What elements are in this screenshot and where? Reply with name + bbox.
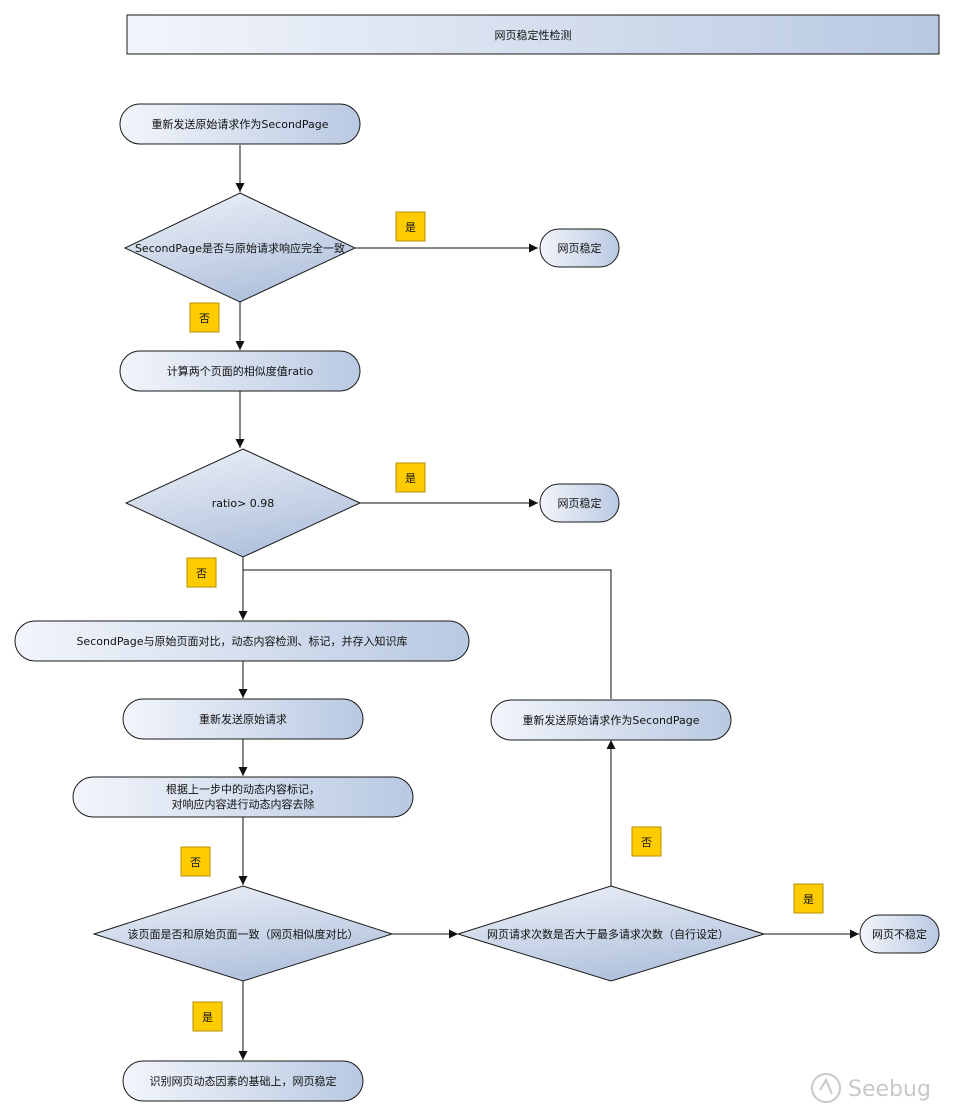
label-yes-count: 是 bbox=[793, 883, 824, 914]
node-stable-1: 网页稳定 bbox=[539, 228, 620, 268]
label-yes-consistent: 是 bbox=[192, 1001, 223, 1032]
diagram-title: 网页稳定性检测 bbox=[495, 28, 572, 42]
node-compare-store: SecondPage与原始页面对比，动态内容检测、标记，并存入知识库 bbox=[14, 620, 470, 662]
label-yes-identical: 是 bbox=[395, 211, 426, 242]
node-label: 网页不稳定 bbox=[872, 927, 927, 941]
decision-ratio: ratio> 0.98 bbox=[124, 448, 362, 558]
node-label: 计算两个页面的相似度值ratio bbox=[167, 364, 314, 378]
edge-loop-back bbox=[243, 569, 612, 699]
node-compute-ratio: 计算两个页面的相似度值ratio bbox=[119, 350, 361, 392]
svg-text:是: 是 bbox=[405, 221, 416, 234]
node-stable-2: 网页稳定 bbox=[539, 483, 620, 523]
seebug-logo-icon bbox=[811, 1073, 841, 1103]
node-resend-original: 重新发送原始请求 bbox=[122, 698, 364, 740]
decision-label: 该页面是否和原始页面一致（网页相似度对比） bbox=[128, 927, 359, 941]
svg-text:否: 否 bbox=[199, 312, 210, 325]
svg-text:否: 否 bbox=[190, 856, 201, 869]
node-final-stable: 识别网页动态因素的基础上，网页稳定 bbox=[122, 1060, 364, 1102]
svg-text:是: 是 bbox=[803, 893, 814, 906]
node-resend-as-second-2: 重新发送原始请求作为SecondPage bbox=[490, 699, 732, 741]
svg-text:否: 否 bbox=[196, 567, 207, 580]
seebug-watermark: Seebug bbox=[811, 1073, 931, 1103]
node-label: SecondPage与原始页面对比，动态内容检测、标记，并存入知识库 bbox=[76, 634, 407, 648]
decision-label: SecondPage是否与原始请求响应完全一致 bbox=[135, 241, 345, 255]
decision-count: 网页请求次数是否大于最多请求次数（自行设定） bbox=[456, 885, 766, 982]
decision-consistent: 该页面是否和原始页面一致（网页相似度对比） bbox=[92, 885, 394, 982]
node-label: 重新发送原始请求 bbox=[199, 712, 287, 726]
node-unstable: 网页不稳定 bbox=[859, 914, 940, 954]
label-no-consistent: 否 bbox=[180, 846, 211, 877]
label-no-ratio: 否 bbox=[186, 557, 217, 588]
node-label-line2: 对响应内容进行动态内容去除 bbox=[172, 797, 315, 811]
title-box: 网页稳定性检测 bbox=[126, 14, 940, 55]
decision-label: ratio> 0.98 bbox=[212, 497, 275, 510]
watermark-text: Seebug bbox=[848, 1077, 931, 1102]
label-no-identical: 否 bbox=[189, 302, 220, 333]
node-label: 重新发送原始请求作为SecondPage bbox=[151, 117, 328, 131]
node-label: 网页稳定 bbox=[558, 496, 602, 510]
node-label-line1: 根据上一步中的动态内容标记， bbox=[166, 782, 320, 796]
svg-text:是: 是 bbox=[405, 472, 416, 485]
decision-label: 网页请求次数是否大于最多请求次数（自行设定） bbox=[487, 927, 729, 941]
node-remove-dynamic: 根据上一步中的动态内容标记， 对响应内容进行动态内容去除 bbox=[72, 776, 414, 818]
edges bbox=[235, 145, 859, 1060]
svg-text:否: 否 bbox=[641, 836, 652, 849]
label-yes-ratio: 是 bbox=[395, 462, 426, 493]
node-resend-as-second-1: 重新发送原始请求作为SecondPage bbox=[119, 103, 361, 145]
node-label: 重新发送原始请求作为SecondPage bbox=[522, 713, 699, 727]
node-label: 识别网页动态因素的基础上，网页稳定 bbox=[150, 1074, 337, 1088]
label-no-count: 否 bbox=[631, 826, 662, 857]
node-label: 网页稳定 bbox=[558, 241, 602, 255]
svg-text:是: 是 bbox=[202, 1011, 213, 1024]
decision-identical: SecondPage是否与原始请求响应完全一致 bbox=[123, 192, 357, 303]
